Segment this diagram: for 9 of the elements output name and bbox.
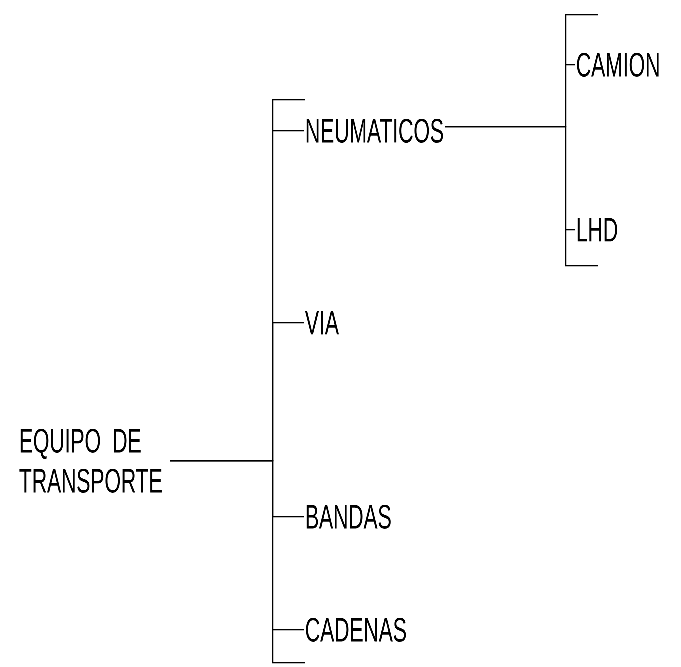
- tree-label: NEUMATICOS: [306, 118, 444, 144]
- tree-label: VIA: [305, 311, 340, 335]
- tree-label: EQUIPO DE TRANSPORTE: [20, 428, 162, 494]
- tree-label: CAMION: [577, 52, 659, 78]
- tree-label: CADENAS: [306, 618, 406, 642]
- bracket-line: [170, 460, 304, 631]
- tree-label: BANDAS: [306, 504, 391, 530]
- bracket-line: [445, 126, 575, 231]
- tree-label: LHD: [578, 218, 618, 242]
